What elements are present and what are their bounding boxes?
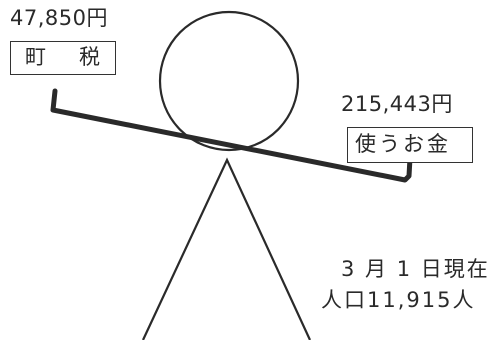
- population-date: 3 月 1 日現在: [341, 257, 490, 281]
- fulcrum-triangle: [142, 157, 311, 340]
- tax-label-char-2: 税: [79, 45, 100, 69]
- tax-amount: 47,850円: [10, 6, 108, 30]
- tax-label-char-1: 町: [25, 45, 46, 69]
- head-circle: [158, 10, 300, 152]
- balance-scale-drawing: [50, 10, 413, 340]
- population-count: 人口11,915人: [321, 288, 476, 312]
- spending-amount: 215,443円: [341, 92, 453, 116]
- spending-label-box: 使うお金: [347, 127, 473, 163]
- balance-diagram: 47,850円 町 税 215,443円 使うお金 3 月 1 日現在 人口11…: [10, 6, 488, 340]
- spending-label: 使うお金: [355, 132, 451, 156]
- tax-label-box: 町 税: [10, 41, 116, 75]
- balance-beam: [50, 88, 413, 183]
